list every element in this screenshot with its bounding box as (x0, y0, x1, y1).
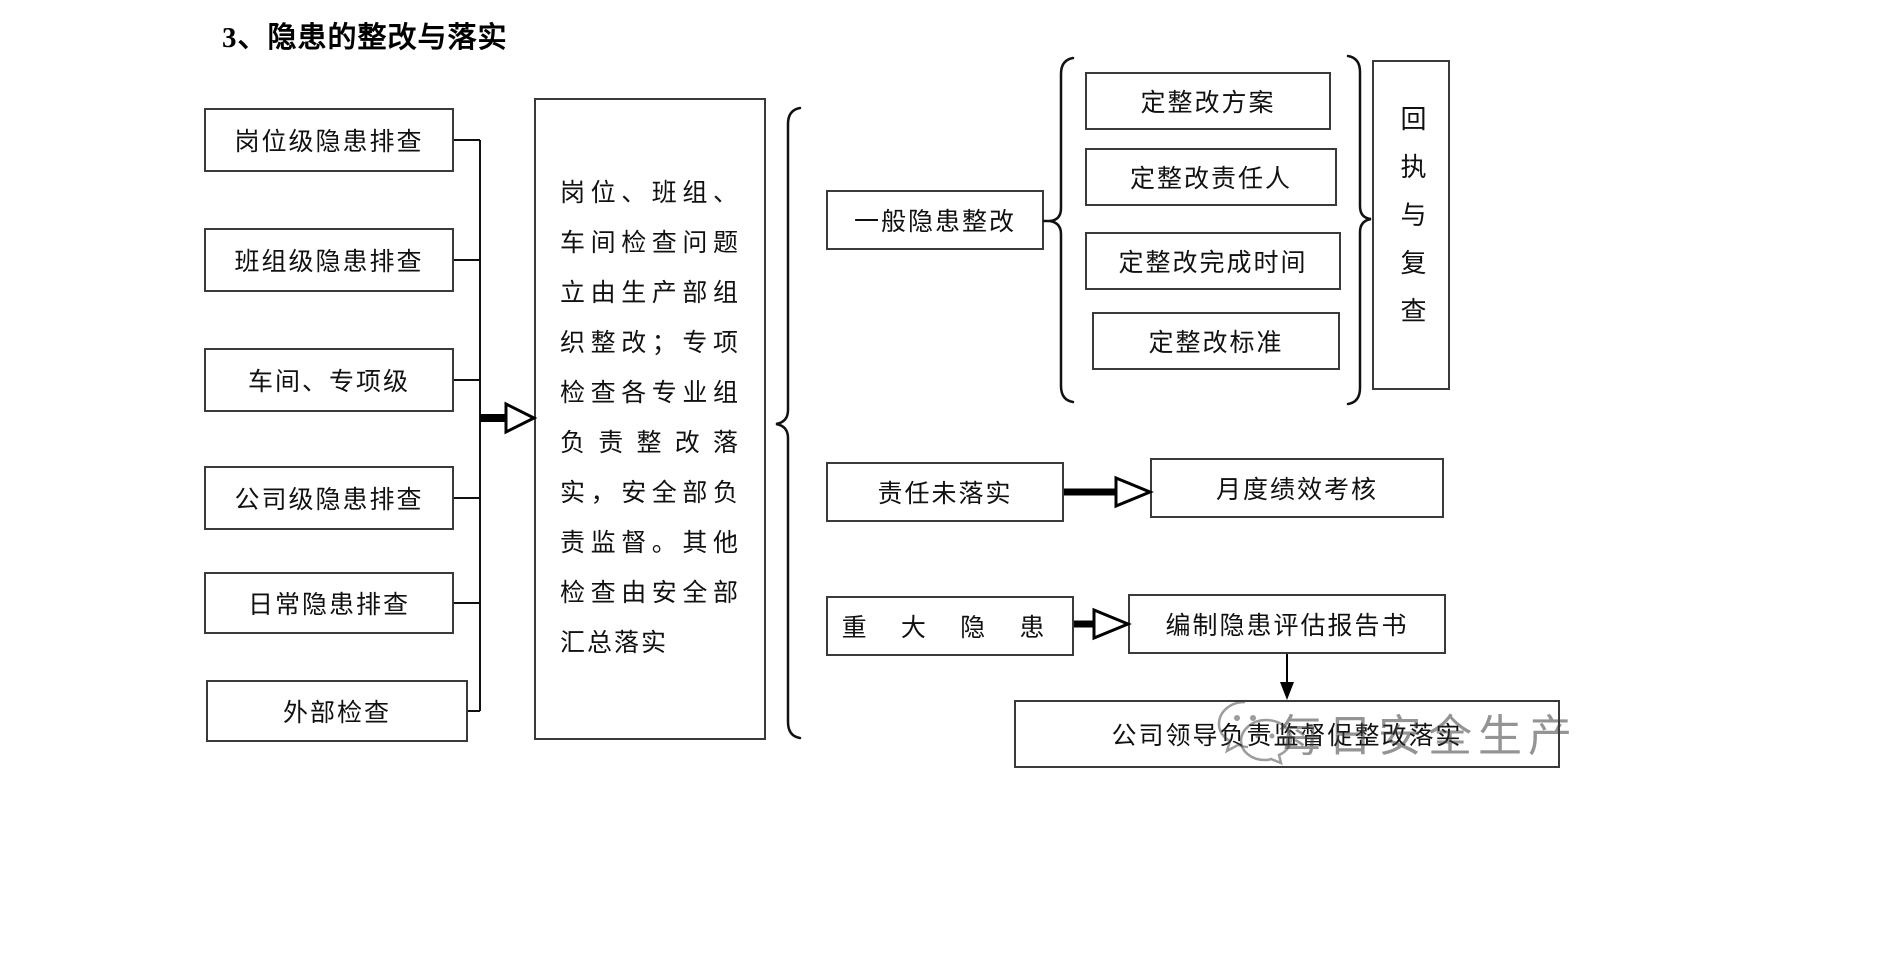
arrow-report-to-leader (1280, 654, 1294, 700)
left-item-2[interactable]: 车间、专项级 (204, 348, 454, 412)
left-item-4-label: 日常隐患排查 (247, 592, 410, 619)
major-hazard-box[interactable]: 重 大 隐 患 (826, 596, 1074, 656)
responsibility-unfulfilled-label: 责任未落实 (877, 481, 1013, 508)
page-title: 3、隐患的整改与落实 (222, 22, 508, 54)
general-rectification-label: 一般隐患整改 (853, 209, 1016, 236)
left-item-3[interactable]: 公司级隐患排查 (204, 466, 454, 530)
general-rectification-box[interactable]: 一般隐患整改 (826, 190, 1044, 250)
brace-to-receipt (1346, 54, 1372, 406)
left-item-1-label: 班组级隐患排查 (234, 249, 424, 276)
arrow-responsibility-to-performance (1064, 475, 1154, 509)
left-item-5-label: 外部检查 (282, 700, 391, 727)
arrow-hazard-to-report (1074, 607, 1132, 641)
arrow-left-to-center (480, 401, 538, 435)
responsibility-unfulfilled-box[interactable]: 责任未落实 (826, 462, 1064, 522)
assessment-report-box[interactable]: 编制隐患评估报告书 (1128, 594, 1446, 654)
leader-supervision-label: 公司领导负责监督促整改落实 (1111, 723, 1463, 750)
left-item-1[interactable]: 班组级隐患排查 (204, 228, 454, 292)
left-item-0-label: 岗位级隐患排查 (234, 129, 424, 156)
rectification-item-3-label: 定整改标准 (1148, 330, 1284, 357)
left-item-4[interactable]: 日常隐患排查 (204, 572, 454, 634)
left-item-3-label: 公司级隐患排查 (234, 487, 424, 514)
center-process-box[interactable]: 岗位、班组、车间检查问题立由生产部组织整改；专项检查各专业组负责整改落实，安全部… (534, 98, 766, 740)
rectification-item-0-label: 定整改方案 (1140, 90, 1276, 117)
rectification-item-2[interactable]: 定整改完成时间 (1085, 232, 1341, 290)
receipt-review-box[interactable]: 回执与复查 (1372, 60, 1450, 390)
major-hazard-label: 重 大 隐 患 (841, 615, 1059, 642)
rectification-item-1[interactable]: 定整改责任人 (1085, 148, 1337, 206)
brace-center-split (775, 106, 802, 740)
rectification-item-3[interactable]: 定整改标准 (1092, 312, 1340, 370)
center-process-text: 岗位、班组、车间检查问题立由生产部组织整改；专项检查各专业组负责整改落实，安全部… (560, 180, 740, 657)
left-item-2-label: 车间、专项级 (247, 369, 410, 396)
assessment-report-label: 编制隐患评估报告书 (1165, 613, 1409, 640)
monthly-performance-label: 月度绩效考核 (1215, 477, 1378, 504)
rectification-item-1-label: 定整改责任人 (1129, 166, 1292, 193)
left-item-5[interactable]: 外部检查 (206, 680, 468, 742)
left-item-0[interactable]: 岗位级隐患排查 (204, 108, 454, 172)
receipt-review-label: 回执与复查 (1397, 105, 1426, 345)
brace-rectification-items (1042, 56, 1075, 404)
rectification-item-2-label: 定整改完成时间 (1118, 250, 1308, 277)
leader-supervision-box[interactable]: 公司领导负责监督促整改落实 (1014, 700, 1560, 768)
rectification-item-0[interactable]: 定整改方案 (1085, 72, 1331, 130)
monthly-performance-box[interactable]: 月度绩效考核 (1150, 458, 1444, 518)
